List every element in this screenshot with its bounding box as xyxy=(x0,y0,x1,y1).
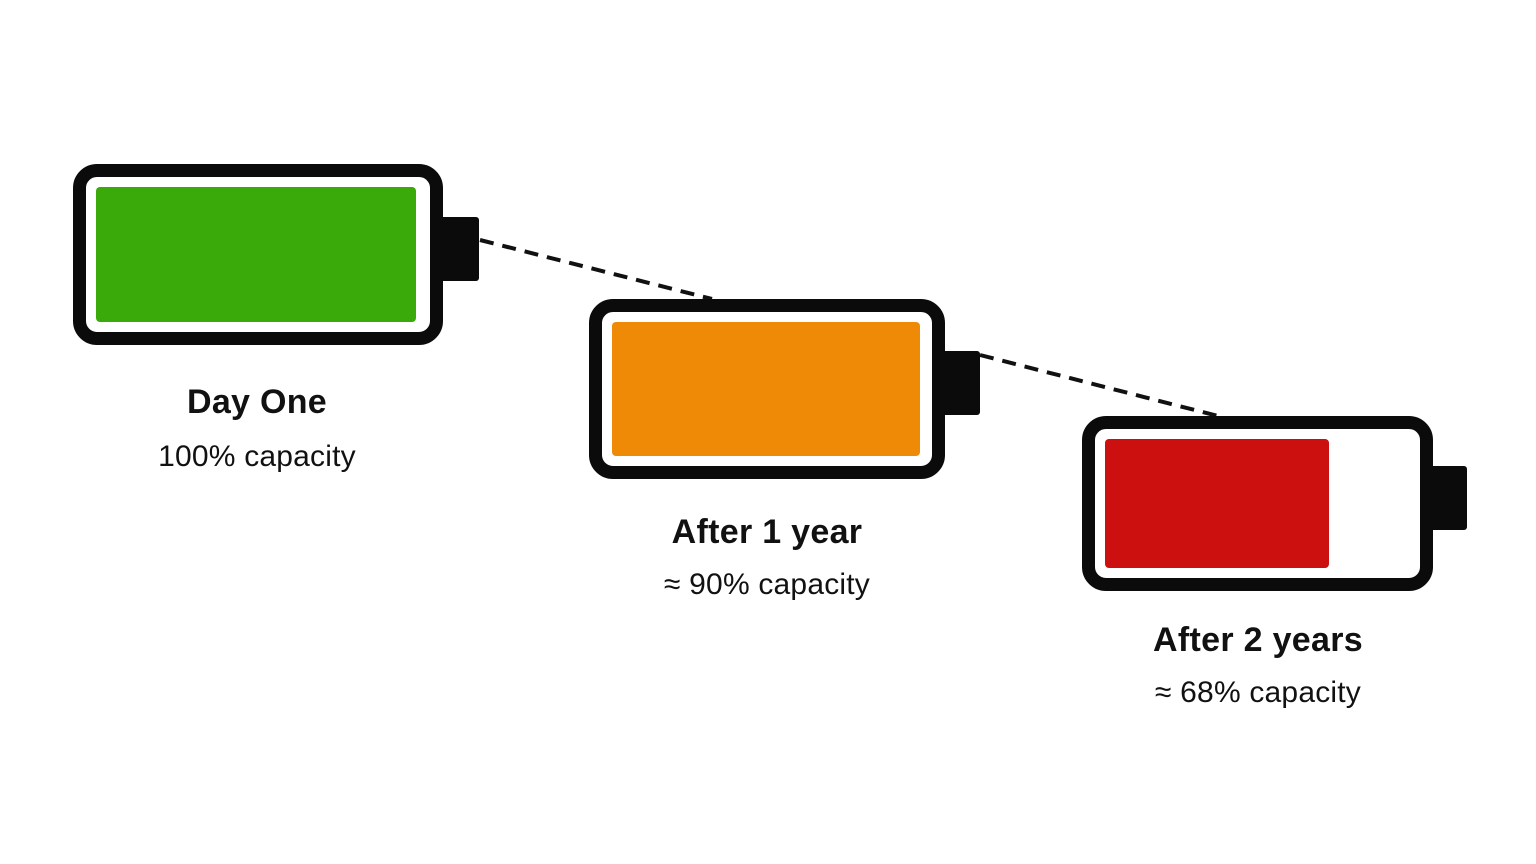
battery-icon xyxy=(73,164,443,345)
stage-capacity: ≈ 68% capacity xyxy=(1154,676,1362,709)
stage-title: After 1 year xyxy=(671,513,863,551)
connector-line-2 xyxy=(979,353,1219,418)
stage-capacity: 100% capacity xyxy=(158,440,356,473)
battery-terminal xyxy=(443,217,479,281)
battery-terminal xyxy=(944,351,980,415)
battery-terminal xyxy=(1431,466,1467,530)
stage-capacity: ≈ 90% capacity xyxy=(663,568,871,601)
connector-line-1 xyxy=(479,238,713,301)
stage-title: After 2 years xyxy=(1153,621,1363,659)
battery-fill xyxy=(612,322,920,456)
battery-fill xyxy=(1105,439,1329,568)
stage-title: Day One xyxy=(186,383,328,421)
battery-fill xyxy=(96,187,416,322)
battery-icon xyxy=(589,299,945,479)
battery-icon xyxy=(1082,416,1433,591)
